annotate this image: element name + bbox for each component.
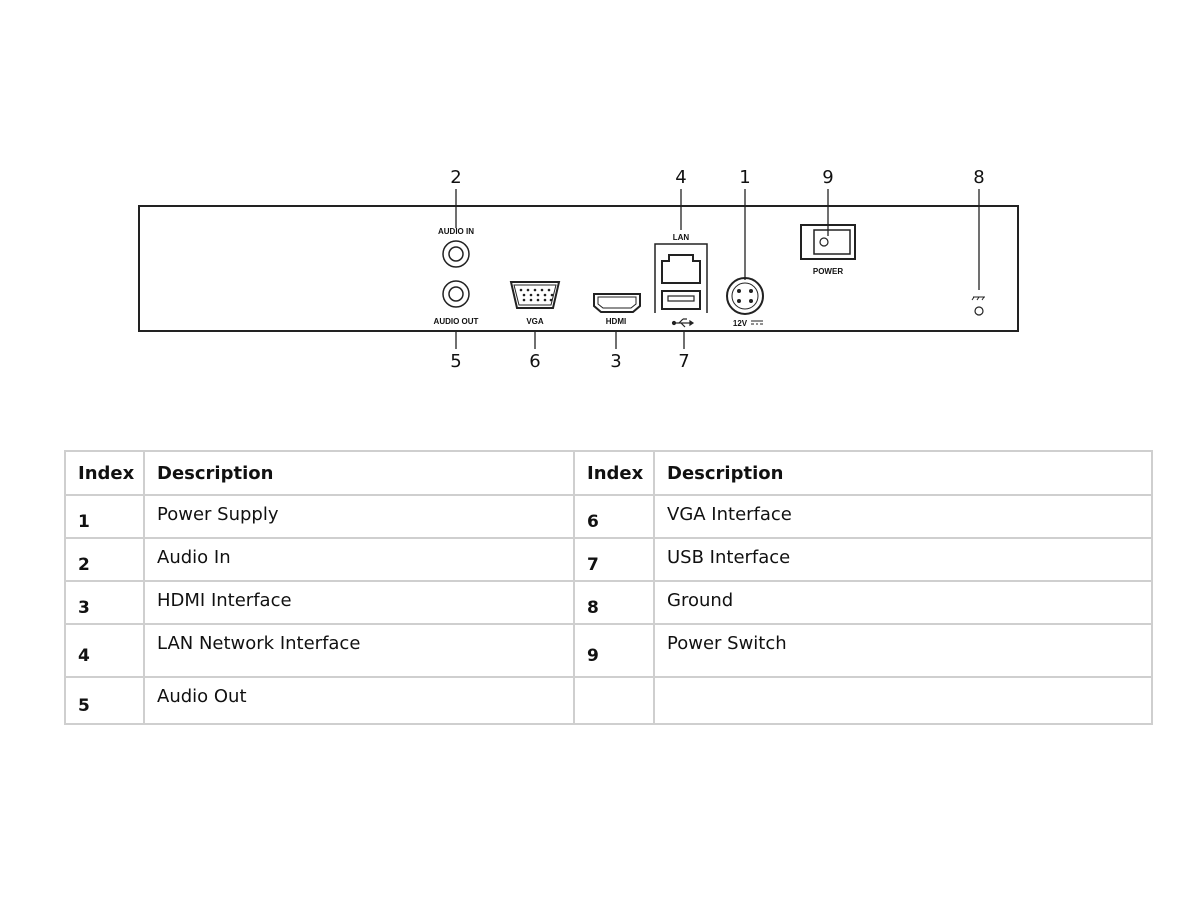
audio-out-jack-icon: [442, 280, 470, 308]
rear-panel-svg: 2 4 1 9 8 5 6 3 7 AUDIO IN: [138, 167, 1019, 372]
audio-in-label: AUDIO IN: [438, 227, 474, 236]
row-description: Ground: [653, 580, 1153, 625]
audio-in-jack-icon: [442, 240, 470, 268]
row-index: 9: [573, 623, 655, 678]
ground-terminal: [974, 306, 984, 316]
row-index: 3: [64, 580, 145, 625]
table-row: 2 Audio In 7 USB Interface: [64, 537, 1153, 582]
row-index: 6: [573, 494, 655, 539]
usb-port-icon: [661, 290, 701, 310]
row-index: 4: [64, 623, 145, 678]
row-index: 2: [64, 537, 145, 582]
power-switch-icon: [800, 224, 856, 260]
rear-panel-diagram: 2 4 1 9 8 5 6 3 7 AUDIO IN: [0, 0, 1200, 420]
power-switch-label: POWER: [813, 267, 843, 276]
row-index: 1: [64, 494, 145, 539]
callout-5: 5: [450, 351, 461, 372]
callout-6: 6: [529, 351, 540, 372]
lan-label: LAN: [673, 233, 690, 242]
hdmi-label: HDMI: [606, 317, 626, 326]
row-description: HDMI Interface: [143, 580, 575, 625]
lan-usb-frame: [654, 243, 708, 313]
row-description: Audio Out: [143, 676, 575, 725]
header-index-left: Index: [64, 450, 145, 496]
power-supply-connector-icon: [726, 277, 764, 315]
header-index-right: Index: [573, 450, 655, 496]
callout-9: 9: [822, 167, 833, 188]
callout-8: 8: [973, 167, 984, 188]
table-row: 1 Power Supply 6 VGA Interface: [64, 494, 1153, 539]
callout-3: 3: [610, 351, 621, 372]
callout-7: 7: [678, 351, 689, 372]
table-row: 5 Audio Out: [64, 676, 1153, 725]
vga-label: VGA: [526, 317, 544, 326]
usb-symbol-icon: [671, 318, 695, 328]
power-in-label: 12V: [733, 319, 748, 328]
row-description: Power Switch: [653, 623, 1153, 678]
row-description: Power Supply: [143, 494, 575, 539]
header-description-right: Description: [653, 450, 1153, 496]
row-description: [653, 676, 1153, 725]
table-row: 4 LAN Network Interface 9 Power Switch: [64, 623, 1153, 678]
ground-icon: [971, 296, 985, 301]
callout-1: 1: [739, 167, 750, 188]
dc-symbol-icon: [751, 320, 763, 325]
header-description-left: Description: [143, 450, 575, 496]
callout-4: 4: [675, 167, 686, 188]
lan-port-icon: [661, 254, 701, 284]
row-description: USB Interface: [653, 537, 1153, 582]
leader-lines: [455, 189, 980, 349]
table-header-row: Index Description Index Description: [64, 450, 1153, 496]
device-body: [138, 205, 1019, 332]
hdmi-port-icon: [593, 293, 641, 313]
row-description: Audio In: [143, 537, 575, 582]
interface-table: Index Description Index Description 1 Po…: [64, 450, 1153, 725]
row-description: LAN Network Interface: [143, 623, 575, 678]
callout-2: 2: [450, 167, 461, 188]
row-index: 7: [573, 537, 655, 582]
table-row: 3 HDMI Interface 8 Ground: [64, 580, 1153, 625]
row-index: 8: [573, 580, 655, 625]
audio-out-label: AUDIO OUT: [434, 317, 479, 326]
vga-port-icon: [509, 281, 561, 309]
row-index: [573, 676, 655, 725]
row-index: 5: [64, 676, 145, 725]
row-description: VGA Interface: [653, 494, 1153, 539]
